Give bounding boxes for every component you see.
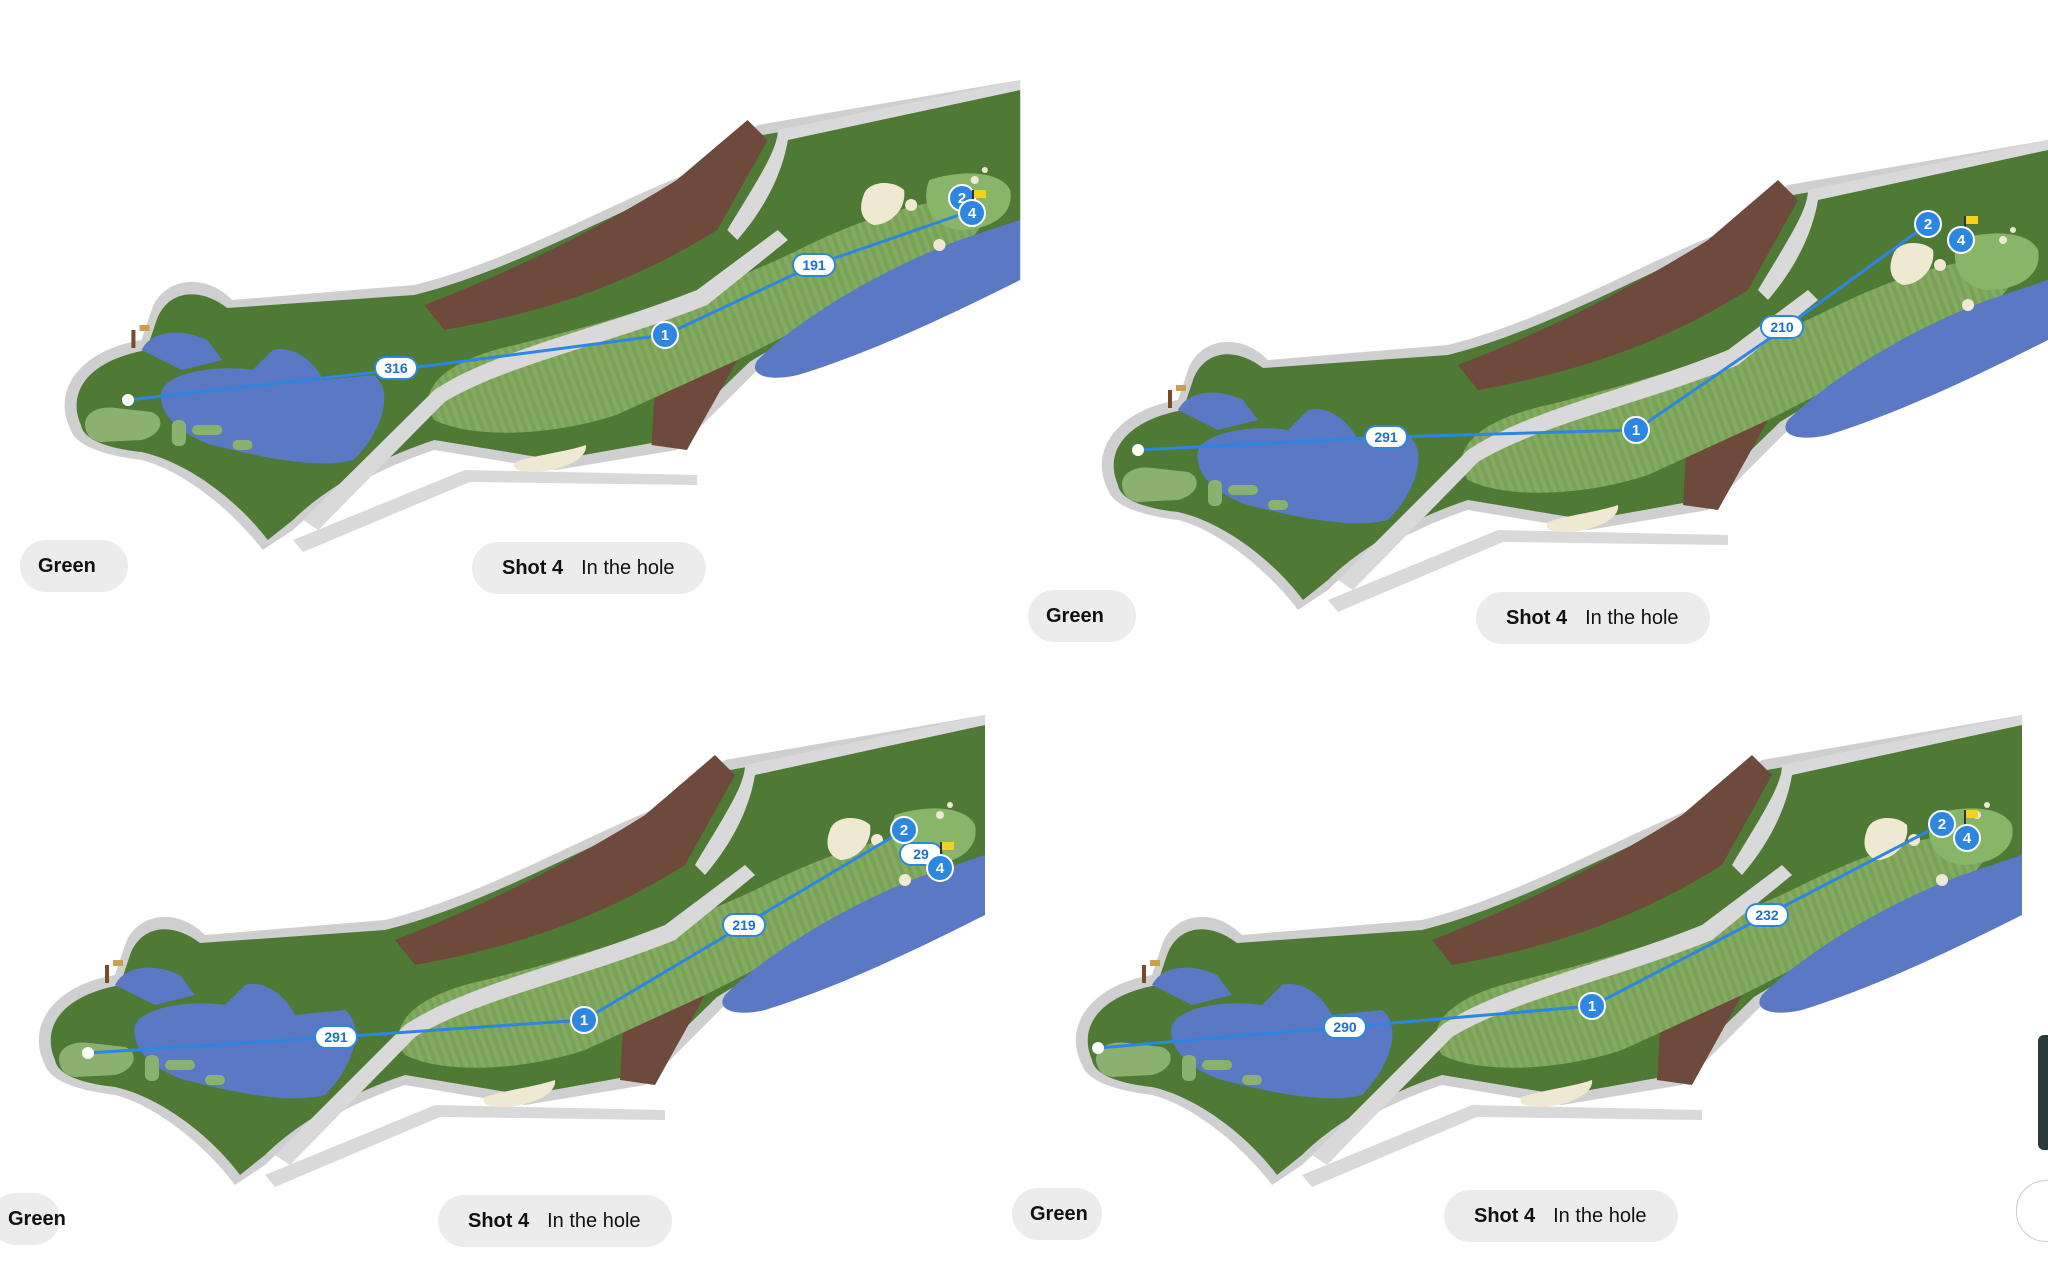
tee-marker-icon: [1092, 1042, 1104, 1054]
shot-status-pill[interactable]: Shot 4 In the hole: [472, 542, 706, 594]
svg-text:210: 210: [1770, 319, 1794, 335]
surface-badge: Green: [20, 540, 128, 592]
svg-text:4: 4: [1957, 232, 1966, 249]
svg-text:2: 2: [900, 822, 908, 839]
svg-text:191: 191: [802, 257, 826, 273]
svg-text:290: 290: [1333, 1019, 1357, 1035]
side-thumbnail[interactable]: [2038, 1035, 2048, 1150]
svg-text:232: 232: [1755, 907, 1779, 923]
shot-status-pill[interactable]: Shot 4 In the hole: [1444, 1190, 1678, 1242]
shot-label: Shot 4: [468, 1209, 530, 1232]
hole-map[interactable]: 316 191 1 2 4: [0, 40, 1030, 600]
shot-marker[interactable]: 2: [1914, 210, 1942, 238]
svg-text:4: 4: [936, 860, 945, 877]
shot-result: In the hole: [547, 1209, 641, 1232]
shot-result: In the hole: [581, 556, 675, 579]
hole-panel-3: 291 219 29 1 2 4 Green Shot 4 In: [0, 695, 1020, 1255]
shot-marker[interactable]: 1: [651, 321, 679, 349]
svg-text:4: 4: [968, 205, 977, 222]
shot-status-pill[interactable]: Shot 4 In the hole: [438, 1195, 672, 1247]
hole-map[interactable]: 291 210 1 2 4: [1028, 80, 2048, 640]
svg-text:29: 29: [913, 846, 929, 862]
distance-label: 316: [374, 356, 418, 380]
pin-flag-icon: [1964, 216, 1978, 232]
distance-label: 191: [792, 253, 836, 277]
surface-label: Green: [38, 554, 96, 577]
svg-text:291: 291: [324, 1029, 348, 1045]
distance-label: 290: [1323, 1015, 1367, 1039]
shot-result: In the hole: [1585, 606, 1679, 629]
shot-marker[interactable]: 1: [1622, 416, 1650, 444]
svg-text:219: 219: [732, 917, 756, 933]
distance-label: 291: [1364, 425, 1408, 449]
pin-flag-icon: [940, 842, 954, 858]
svg-text:4: 4: [1963, 830, 1972, 847]
shot-label: Shot 4: [1506, 606, 1568, 629]
tee-marker-icon: [82, 1047, 94, 1059]
shot-marker[interactable]: 4: [1947, 226, 1975, 254]
shot-marker[interactable]: 4: [1953, 824, 1981, 852]
svg-text:1: 1: [1632, 422, 1640, 439]
surface-badge: Green: [0, 1193, 66, 1245]
surface-label: Green: [8, 1207, 66, 1230]
distance-label: 210: [1760, 315, 1804, 339]
svg-text:291: 291: [1374, 429, 1398, 445]
shot-label: Shot 4: [1474, 1204, 1536, 1227]
shot-result: In the hole: [1553, 1204, 1647, 1227]
distance-label: 232: [1745, 903, 1789, 927]
hole-map[interactable]: 291 219 29 1 2 4: [0, 695, 1020, 1205]
pin-flag-icon: [972, 190, 986, 206]
distance-label: 291: [314, 1025, 358, 1049]
surface-label: Green: [1030, 1202, 1088, 1225]
tee-marker-icon: [1132, 444, 1144, 456]
hole-panel-4: 290 232 1 2 4 Green Shot 4 In the hole: [1012, 690, 2048, 1250]
shot-marker[interactable]: 1: [570, 1006, 598, 1034]
hole-panel-1: 316 191 1 2 4 Green Shot 4 In the hole: [0, 40, 1030, 650]
svg-text:2: 2: [1924, 216, 1932, 233]
shot-marker[interactable]: 4: [926, 854, 954, 882]
distance-label: 219: [722, 913, 766, 937]
svg-text:1: 1: [580, 1012, 588, 1029]
surface-badge: Green: [1012, 1188, 1102, 1240]
hole-panel-2: 291 210 1 2 4 Green Shot 4 In the hole: [1028, 80, 2048, 690]
pin-flag-icon: [1964, 810, 1978, 826]
shot-label: Shot 4: [502, 556, 564, 579]
surface-badge: Green: [1028, 590, 1136, 642]
surface-label: Green: [1046, 604, 1104, 627]
shot-marker[interactable]: 4: [958, 199, 986, 227]
svg-text:1: 1: [661, 327, 669, 344]
svg-text:2: 2: [958, 190, 966, 207]
shot-marker[interactable]: 2: [890, 816, 918, 844]
shot-marker[interactable]: 2: [1928, 810, 1956, 838]
tee-marker-icon: [122, 394, 134, 406]
shot-marker[interactable]: 1: [1578, 992, 1606, 1020]
svg-text:2: 2: [1938, 816, 1946, 833]
shot-status-pill[interactable]: Shot 4 In the hole: [1476, 592, 1710, 644]
hole-map[interactable]: 290 232 1 2 4: [1012, 690, 2048, 1200]
svg-text:1: 1: [1588, 998, 1596, 1015]
svg-text:316: 316: [384, 360, 408, 376]
